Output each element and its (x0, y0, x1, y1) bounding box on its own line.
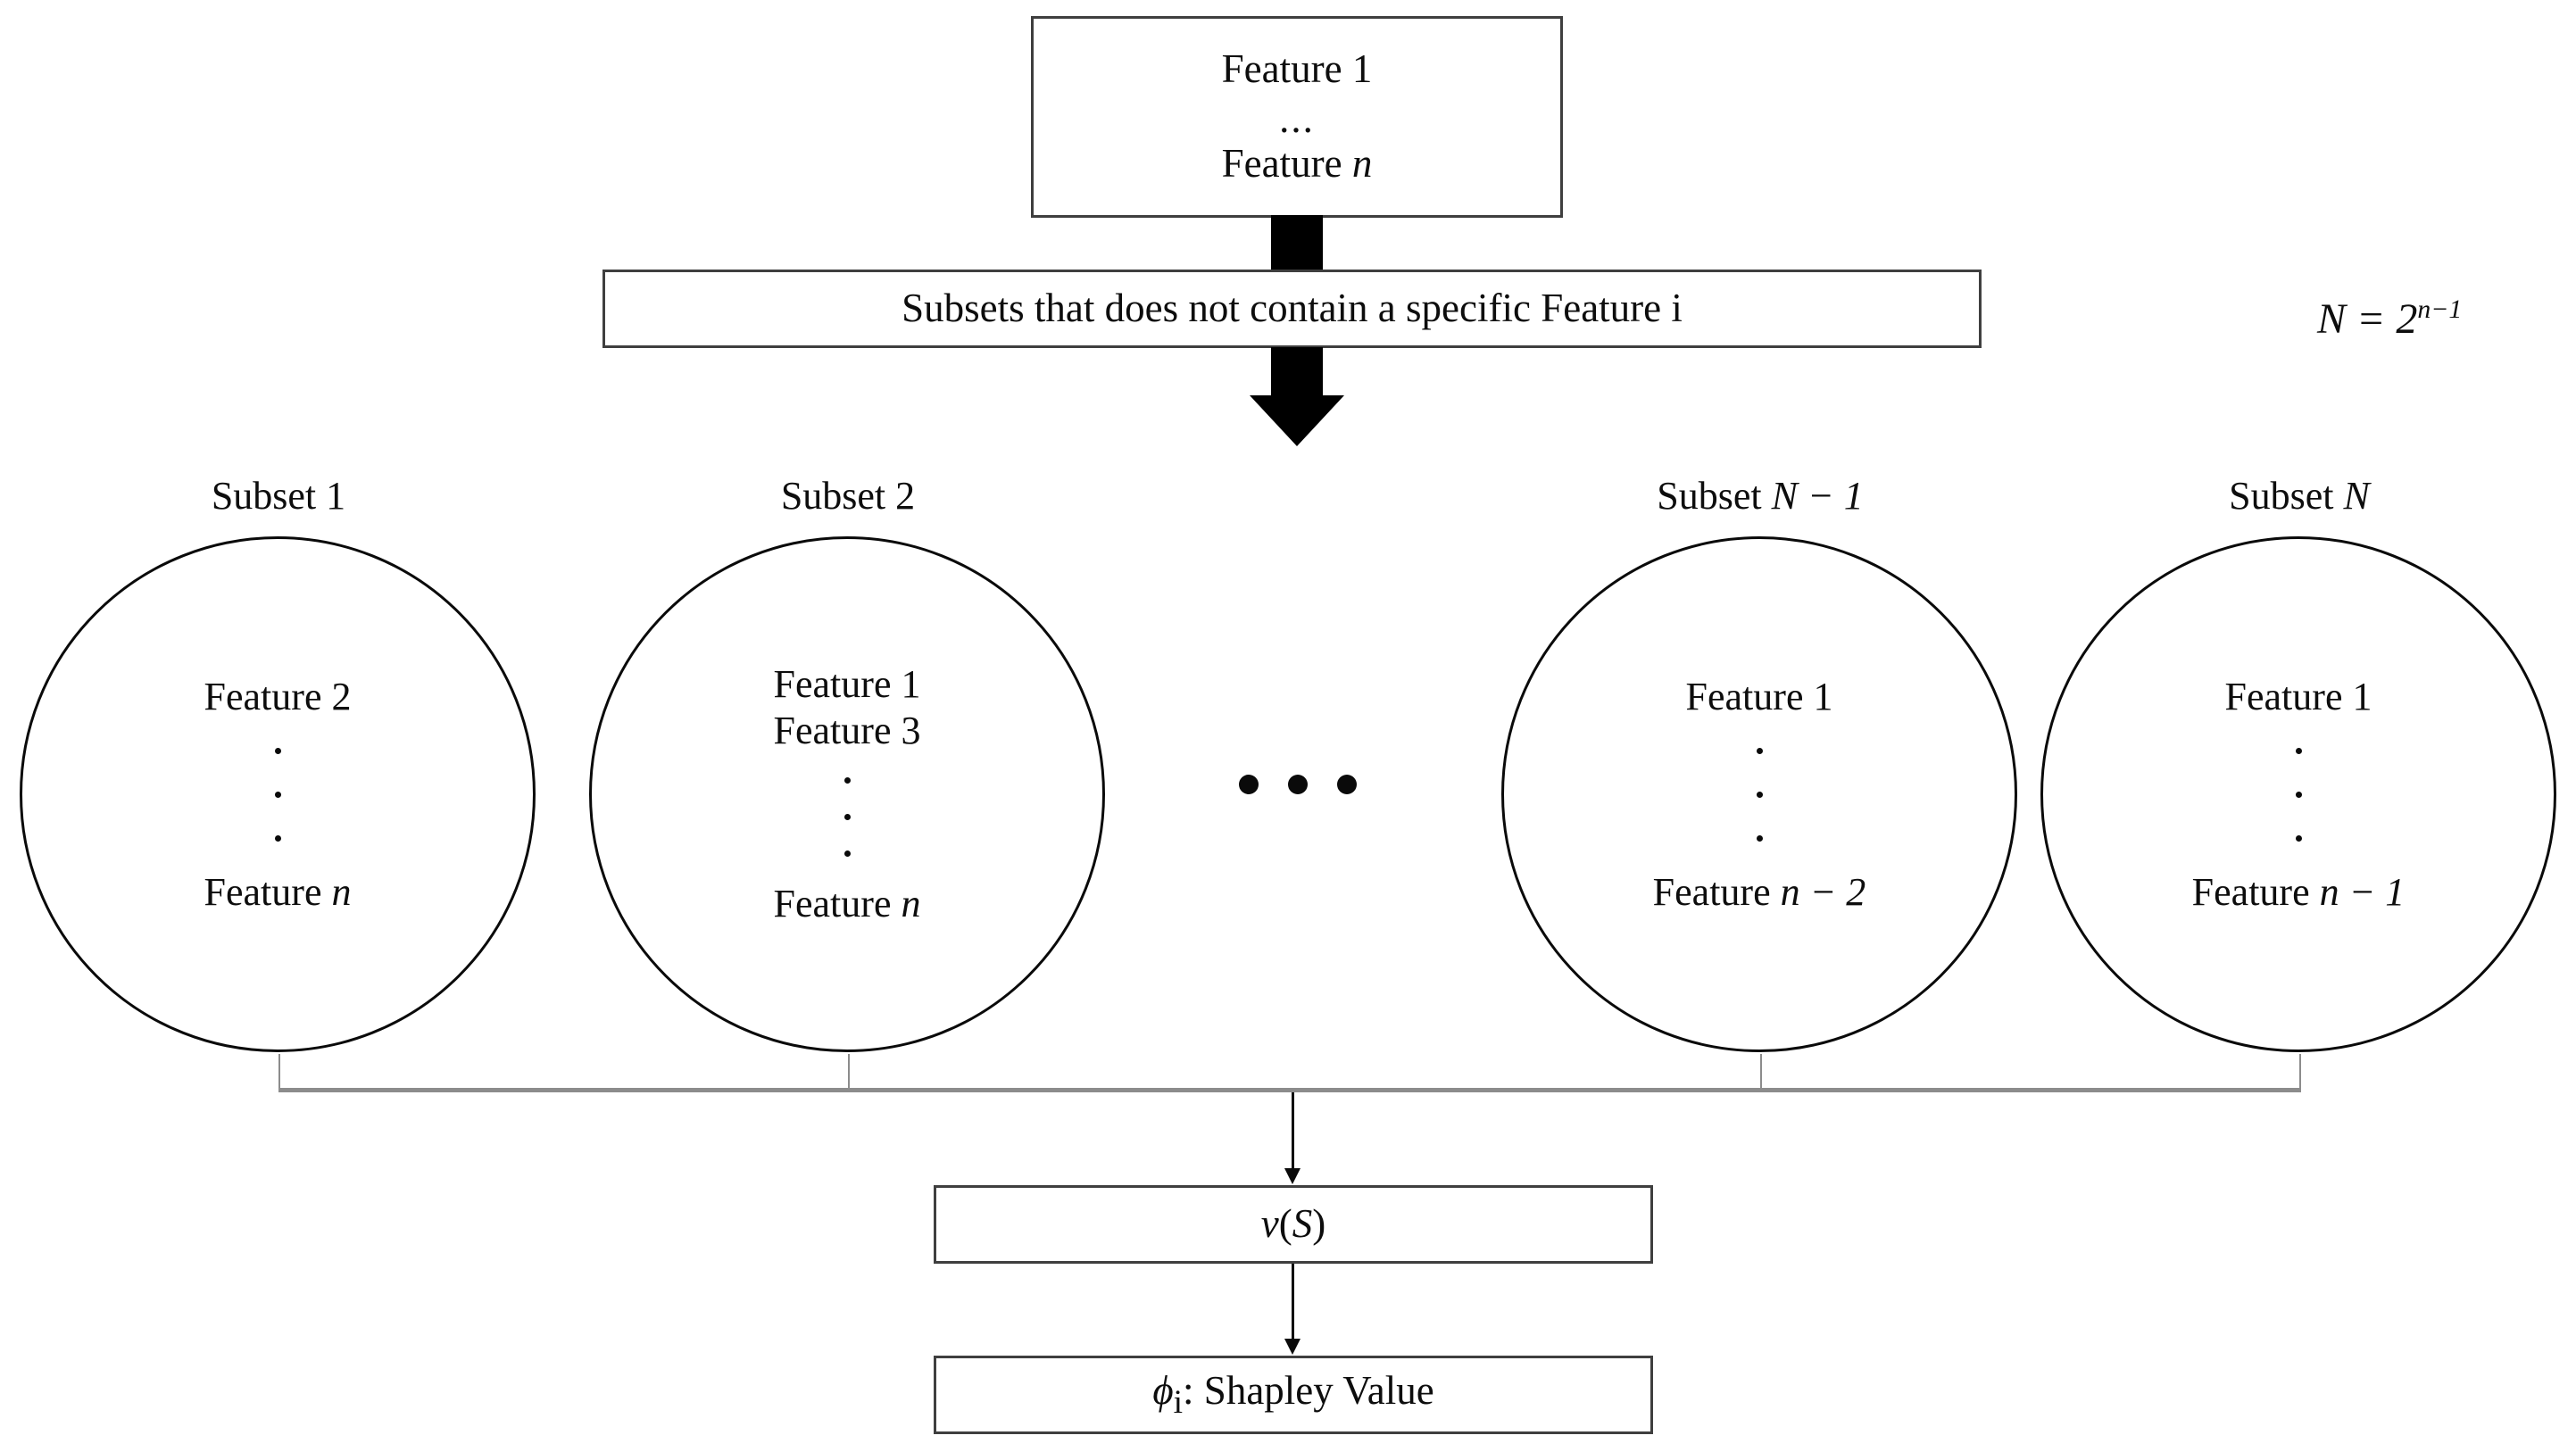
subset-label-2: Subset 2 (589, 473, 1107, 519)
shapley-value-label: ϕi: Shapley Value (1152, 1365, 1433, 1424)
connector-bus-line (278, 1088, 2301, 1092)
subset-label-3-var: N − 1 (1771, 474, 1864, 518)
value-function-close-paren: ) (1312, 1201, 1326, 1247)
value-function-name: v (1260, 1201, 1279, 1247)
dot (1756, 791, 1763, 798)
feature-last-prefix: Feature (1221, 141, 1352, 187)
block-arrow-shaft (1271, 347, 1323, 397)
subset-label-2-var: 2 (895, 474, 916, 518)
subset-label-1-var: 1 (326, 474, 346, 518)
connector-stub-top (1271, 215, 1323, 271)
subset-1-last-var: n (331, 869, 352, 914)
dot (843, 850, 851, 858)
subset-count-formula: N = 2n−1 (2317, 295, 2462, 344)
subsets-description-box: Subsets that does not contain a specific… (602, 270, 1982, 348)
dot (1288, 775, 1308, 794)
subset-2-last-prefix: Feature (773, 882, 902, 926)
shapley-text: Shapley Value (1203, 1368, 1434, 1413)
subset-label-4: Subset N (2040, 473, 2558, 519)
subset-3-last-var: n − 2 (1780, 869, 1866, 914)
arrow-to-shapley-value (1284, 1264, 1300, 1355)
value-function-arg: S (1292, 1201, 1313, 1247)
dot (843, 814, 851, 821)
formula-equals: = (2346, 295, 2397, 343)
subset-1-feature-0: Feature 2 (204, 674, 352, 718)
feature-list-box: Feature 1 ... Feature n (1031, 16, 1563, 218)
subset-4-last-var: n − 1 (2319, 869, 2406, 914)
subset-2-last-var: n (901, 882, 921, 926)
subset-label-1: Subset 1 (20, 473, 537, 519)
connector-drop-3 (1760, 1054, 1762, 1091)
subset-3-feature-0: Feature 1 (1685, 674, 1833, 718)
dot (274, 834, 281, 842)
subset-circle-2: Feature 1 Feature 3 Feature n (589, 536, 1105, 1052)
horizontal-ellipsis-icon (1239, 775, 1357, 794)
connector-drop-2 (848, 1054, 850, 1091)
block-arrow-head (1250, 395, 1344, 446)
subset-3-vertical-dots (1756, 729, 1763, 860)
shapley-symbol: ϕ (1152, 1368, 1174, 1413)
feature-last-label: Feature n (1222, 138, 1373, 190)
subset-4-feature-last: Feature n − 1 (2192, 869, 2406, 916)
dot (2295, 834, 2302, 842)
block-down-arrow-icon (1250, 347, 1344, 446)
subset-4-feature-0: Feature 1 (2224, 674, 2372, 718)
subset-label-4-var: N (2343, 474, 2370, 518)
subset-label-3-prefix: Subset (1657, 474, 1772, 518)
subset-3-last-prefix: Feature (1652, 869, 1781, 914)
subsets-description-label: Subsets that does not contain a specific… (902, 286, 1683, 331)
arrow-to-value-function (1284, 1092, 1300, 1184)
dot (1756, 747, 1763, 754)
subset-4-vertical-dots (2295, 729, 2302, 860)
dot (2295, 747, 2302, 754)
subset-label-1-prefix: Subset (211, 474, 327, 518)
dot (274, 747, 281, 754)
dot (1337, 775, 1357, 794)
shapley-subscript: i (1173, 1384, 1184, 1421)
subset-1-last-prefix: Feature (204, 869, 332, 914)
value-function-label: v(S) (1261, 1199, 1325, 1250)
connector-drop-4 (2299, 1054, 2301, 1091)
subset-1-vertical-dots (274, 729, 281, 860)
subset-label-3: Subset N − 1 (1501, 473, 2019, 519)
feature-ellipsis: ... (1279, 95, 1315, 141)
subset-label-2-prefix: Subset (780, 474, 896, 518)
subset-2-feature-1: Feature 3 (773, 708, 921, 752)
value-function-box: v(S) (934, 1185, 1653, 1264)
subset-2-feature-0: Feature 1 (773, 661, 921, 706)
value-function-open-paren: ( (1278, 1201, 1292, 1247)
dot (1756, 834, 1763, 842)
subset-label-4-prefix: Subset (2229, 474, 2344, 518)
dot (843, 777, 851, 784)
subset-4-last-prefix: Feature (2191, 869, 2320, 914)
dot (274, 791, 281, 798)
subset-circle-1: Feature 2 Feature n (20, 536, 536, 1052)
subset-circle-4: Feature 1 Feature n − 1 (2040, 536, 2556, 1052)
dot (2295, 791, 2302, 798)
feature-first-label: Feature 1 (1221, 46, 1373, 92)
connector-drop-1 (278, 1054, 280, 1091)
subset-2-feature-last: Feature n (774, 881, 921, 927)
shapley-separator: : (1183, 1368, 1204, 1413)
formula-base: 2 (2396, 295, 2418, 343)
subset-3-feature-last: Feature n − 2 (1653, 869, 1866, 916)
formula-lhs: N (2317, 295, 2347, 343)
subset-1-feature-last: Feature n (204, 869, 352, 916)
dot (1239, 775, 1259, 794)
subset-2-vertical-dots (843, 762, 851, 872)
feature-last-var: n (1351, 141, 1373, 187)
subset-circle-3: Feature 1 Feature n − 2 (1501, 536, 2017, 1052)
shapley-value-box: ϕi: Shapley Value (934, 1356, 1653, 1434)
formula-exponent: n−1 (2417, 295, 2463, 324)
